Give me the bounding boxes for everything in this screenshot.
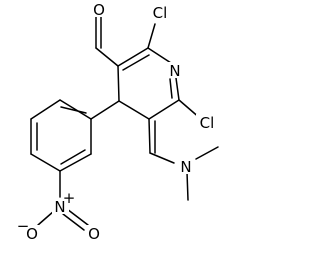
atom-o-nitro-double: O — [86, 225, 102, 243]
bond-c3-c2-double — [122, 54, 150, 71]
bond-c4-aryl — [90, 100, 120, 120]
bond-c4-c3 — [117, 65, 120, 102]
charge-label: + — [63, 189, 76, 207]
bond-n-c6-double — [169, 78, 173, 99]
atom-cl-right: Cl — [196, 114, 218, 132]
bonds — [30, 15, 219, 231]
atom-label: Cl — [200, 114, 215, 132]
bond-ar2-ar3 — [30, 99, 61, 120]
bond-n-me-down — [186, 171, 189, 201]
bond-c2-cl — [147, 23, 156, 49]
atom-o-aldehyde: O — [91, 1, 107, 19]
bond-ar5-ar6 — [59, 153, 92, 172]
atom-label: O — [93, 1, 105, 19]
atom-cl-top: Cl — [149, 4, 171, 22]
bond-c6-c5 — [148, 99, 180, 120]
atom-label: O — [88, 225, 100, 243]
bond-ar1-ar2 — [59, 99, 92, 120]
bond-nitro-o-minus — [37, 210, 55, 226]
bond-nitro-o-double-b — [62, 213, 85, 231]
bond-ch-n — [149, 152, 175, 164]
atom-n-nitro: N + — [52, 189, 75, 216]
atom-label: N — [169, 62, 180, 80]
bond-c3-c2 — [117, 47, 149, 67]
bond-c5-ch — [148, 118, 151, 154]
atom-label: Cl — [153, 4, 168, 22]
bond-n-c6 — [175, 77, 180, 101]
chemical-structure: O Cl N Cl N N + O O — [17, 1, 219, 243]
bond-c-cho — [95, 47, 119, 67]
bond-c2-n — [147, 47, 172, 64]
bond-ar4-ar5 — [30, 153, 61, 172]
atom-label: N — [180, 158, 191, 176]
bond-n-me-up — [195, 146, 219, 160]
atom-n-amine: N — [179, 158, 194, 176]
atom-label: O — [26, 225, 38, 243]
atom-labels: O Cl N Cl N N + O O — [17, 1, 218, 243]
charge-label: − — [17, 217, 30, 235]
bond-c5-c4 — [118, 100, 150, 120]
bond-nitro-o-double-a — [66, 208, 89, 226]
atom-label: N — [54, 198, 65, 216]
atom-n-ring: N — [168, 62, 183, 80]
atom-o-nitro-minus: O − — [17, 217, 46, 243]
bond-ar5-ar6-double — [60, 149, 86, 165]
bond-ar1-ar2-double — [60, 106, 87, 114]
